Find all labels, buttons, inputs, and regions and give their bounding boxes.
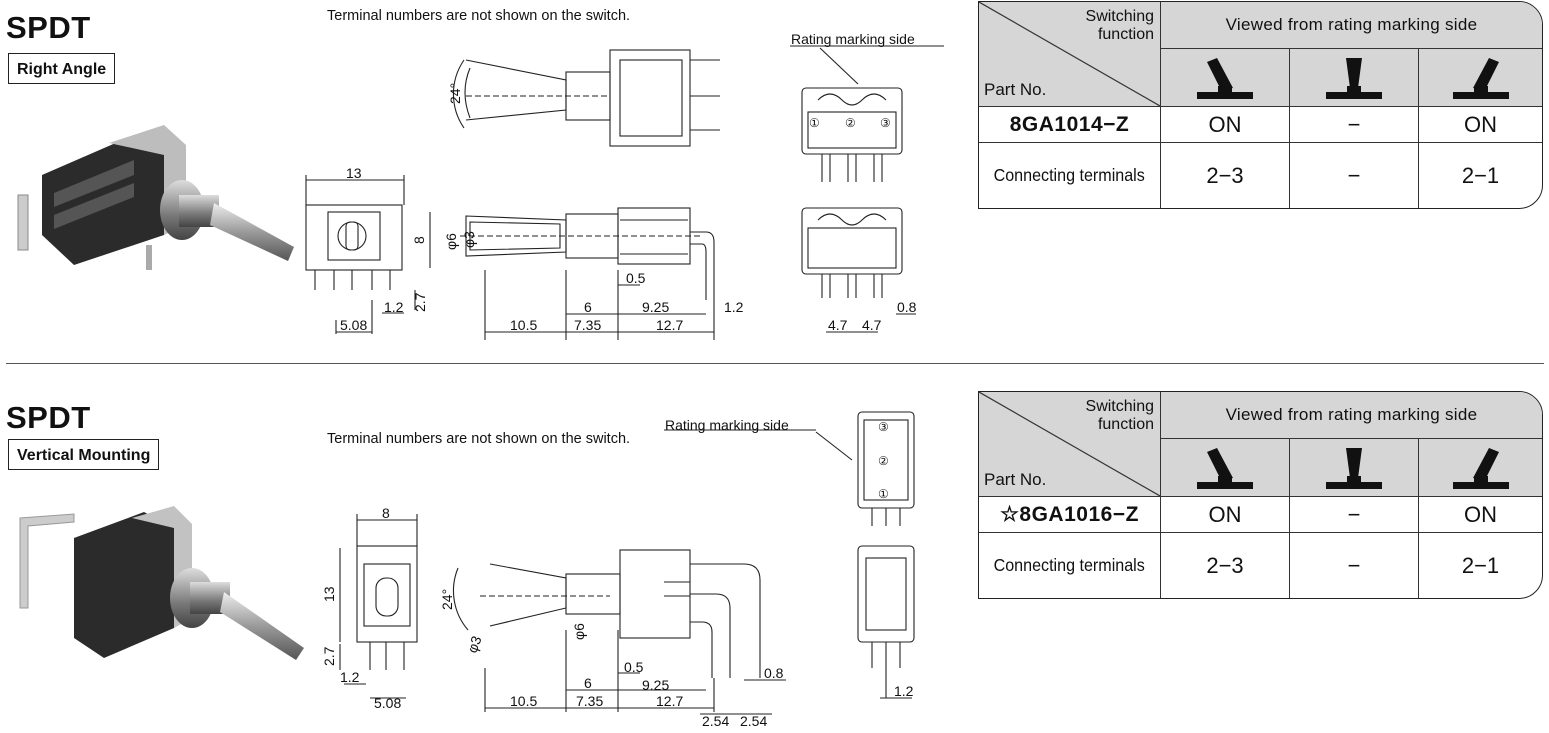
switching-function-label: Switching function — [1085, 398, 1154, 433]
terminal-number: ② — [845, 116, 856, 130]
table-frame: Switching function Part No. Viewed from … — [978, 391, 1543, 599]
dim-08: 0.8 — [764, 665, 784, 681]
terminal-note: Terminal numbers are not shown on the sw… — [327, 431, 631, 447]
dim-6: 6 — [584, 675, 592, 691]
dim-735: 7.35 — [574, 317, 601, 333]
connecting-value: − — [1289, 532, 1418, 598]
dim-05: 0.5 — [624, 659, 644, 675]
section-title: SPDT — [6, 10, 91, 45]
dim-dia-small: φ3 — [464, 634, 485, 656]
terminal-number: ② — [878, 454, 889, 468]
dim-width: 13 — [346, 165, 362, 181]
position-left-icon — [1160, 48, 1289, 106]
dim-height: 13 — [321, 586, 337, 602]
section-right-angle: SPDT Right Angle Terminal numbers are no… — [0, 0, 1549, 362]
part-number: 8GA1014−Z — [979, 106, 1160, 142]
switching-table: Switching function Part No. Viewed from … — [978, 1, 1543, 209]
position-value: ON — [1160, 496, 1289, 532]
connecting-value: − — [1289, 142, 1418, 208]
header-corner: Switching function Part No. — [979, 2, 1160, 106]
part-number: ☆8GA1016−Z — [979, 496, 1160, 532]
rating-marking-label: Rating marking side — [791, 31, 915, 47]
switch-photo — [19, 506, 304, 660]
table-frame: Switching function Part No. Viewed from … — [978, 1, 1543, 209]
terminal-number: ① — [809, 116, 820, 130]
section-divider — [6, 363, 1544, 364]
dim-254: 2.54 — [740, 713, 767, 729]
dim-08: 0.8 — [897, 299, 917, 315]
dim-height: 8 — [411, 236, 427, 244]
connecting-value: 2−1 — [1418, 142, 1542, 208]
dim-angle: 24° — [447, 83, 463, 104]
dim-05: 0.5 — [626, 270, 646, 286]
terminal-number: ① — [878, 487, 889, 501]
connecting-value: 2−3 — [1160, 532, 1289, 598]
dim-925: 9.25 — [642, 677, 669, 693]
connecting-value: 2−1 — [1418, 532, 1542, 598]
dim-lead: 2.7 — [412, 292, 428, 312]
switching-function-label: Switching function — [1085, 8, 1154, 43]
position-right-icon — [1418, 438, 1542, 496]
connecting-terminals-label: Connecting terminals — [979, 532, 1160, 598]
dim-pitch: 5.08 — [374, 695, 401, 711]
dim-12: 1.2 — [724, 299, 744, 315]
dim-735: 7.35 — [576, 693, 603, 709]
dim-dia-big: φ6 — [571, 623, 587, 640]
dim-127: 12.7 — [656, 693, 683, 709]
dim-925: 9.25 — [642, 299, 669, 315]
viewed-from-header: Viewed from rating marking side — [1160, 392, 1542, 438]
position-value: ON — [1160, 106, 1289, 142]
dim-dia-big: φ6 — [443, 233, 459, 250]
dimension-drawing: Rating marking side ③ ② ① 8 13 2.7 1.2 5… — [321, 411, 915, 729]
dim-pin: 1.2 — [384, 299, 404, 315]
dim-pitch: 5.08 — [340, 317, 367, 333]
connecting-value: 2−3 — [1160, 142, 1289, 208]
mount-type-label: Right Angle — [8, 53, 116, 84]
dim-254: 2.54 — [702, 713, 729, 729]
position-value: ON — [1418, 496, 1542, 532]
terminal-number: ③ — [878, 420, 889, 434]
dim-12: 1.2 — [894, 683, 914, 699]
dim-pin: 1.2 — [340, 669, 360, 685]
connecting-terminals-label: Connecting terminals — [979, 142, 1160, 208]
dim-6: 6 — [584, 299, 592, 315]
position-right-icon — [1418, 48, 1542, 106]
position-center-icon — [1289, 438, 1418, 496]
dim-47: 4.7 — [862, 317, 882, 333]
viewed-from-header: Viewed from rating marking side — [1160, 2, 1542, 48]
position-value: − — [1289, 496, 1418, 532]
position-value: ON — [1418, 106, 1542, 142]
dim-dia-small: φ3 — [461, 231, 477, 248]
rating-marking-label: Rating marking side — [665, 417, 789, 433]
header-corner: Switching function Part No. — [979, 392, 1160, 496]
switch-photo — [17, 125, 294, 270]
dim-width: 8 — [382, 505, 390, 521]
part-no-label: Part No. — [984, 470, 1047, 489]
mount-type-label: Vertical Mounting — [8, 439, 160, 470]
dim-angle: 24° — [439, 589, 455, 610]
section-vertical-mounting: SPDT Vertical Mounting Terminal numbers … — [0, 368, 1549, 733]
dim-127: 12.7 — [656, 317, 683, 333]
terminal-note: Terminal numbers are not shown on the sw… — [327, 8, 631, 24]
dim-47: 4.7 — [828, 317, 848, 333]
part-no-label: Part No. — [984, 80, 1047, 99]
dim-lead: 2.7 — [321, 646, 337, 666]
position-value: − — [1289, 106, 1418, 142]
position-left-icon — [1160, 438, 1289, 496]
dim-105: 10.5 — [510, 317, 537, 333]
dim-105: 10.5 — [510, 693, 537, 709]
dimension-drawing: Rating marking side ① ② ③ 13 8 2.7 1.2 5… — [305, 31, 944, 340]
switching-table: Switching function Part No. Viewed from … — [978, 391, 1543, 599]
section-title: SPDT — [6, 400, 91, 435]
position-center-icon — [1289, 48, 1418, 106]
terminal-number: ③ — [880, 116, 891, 130]
